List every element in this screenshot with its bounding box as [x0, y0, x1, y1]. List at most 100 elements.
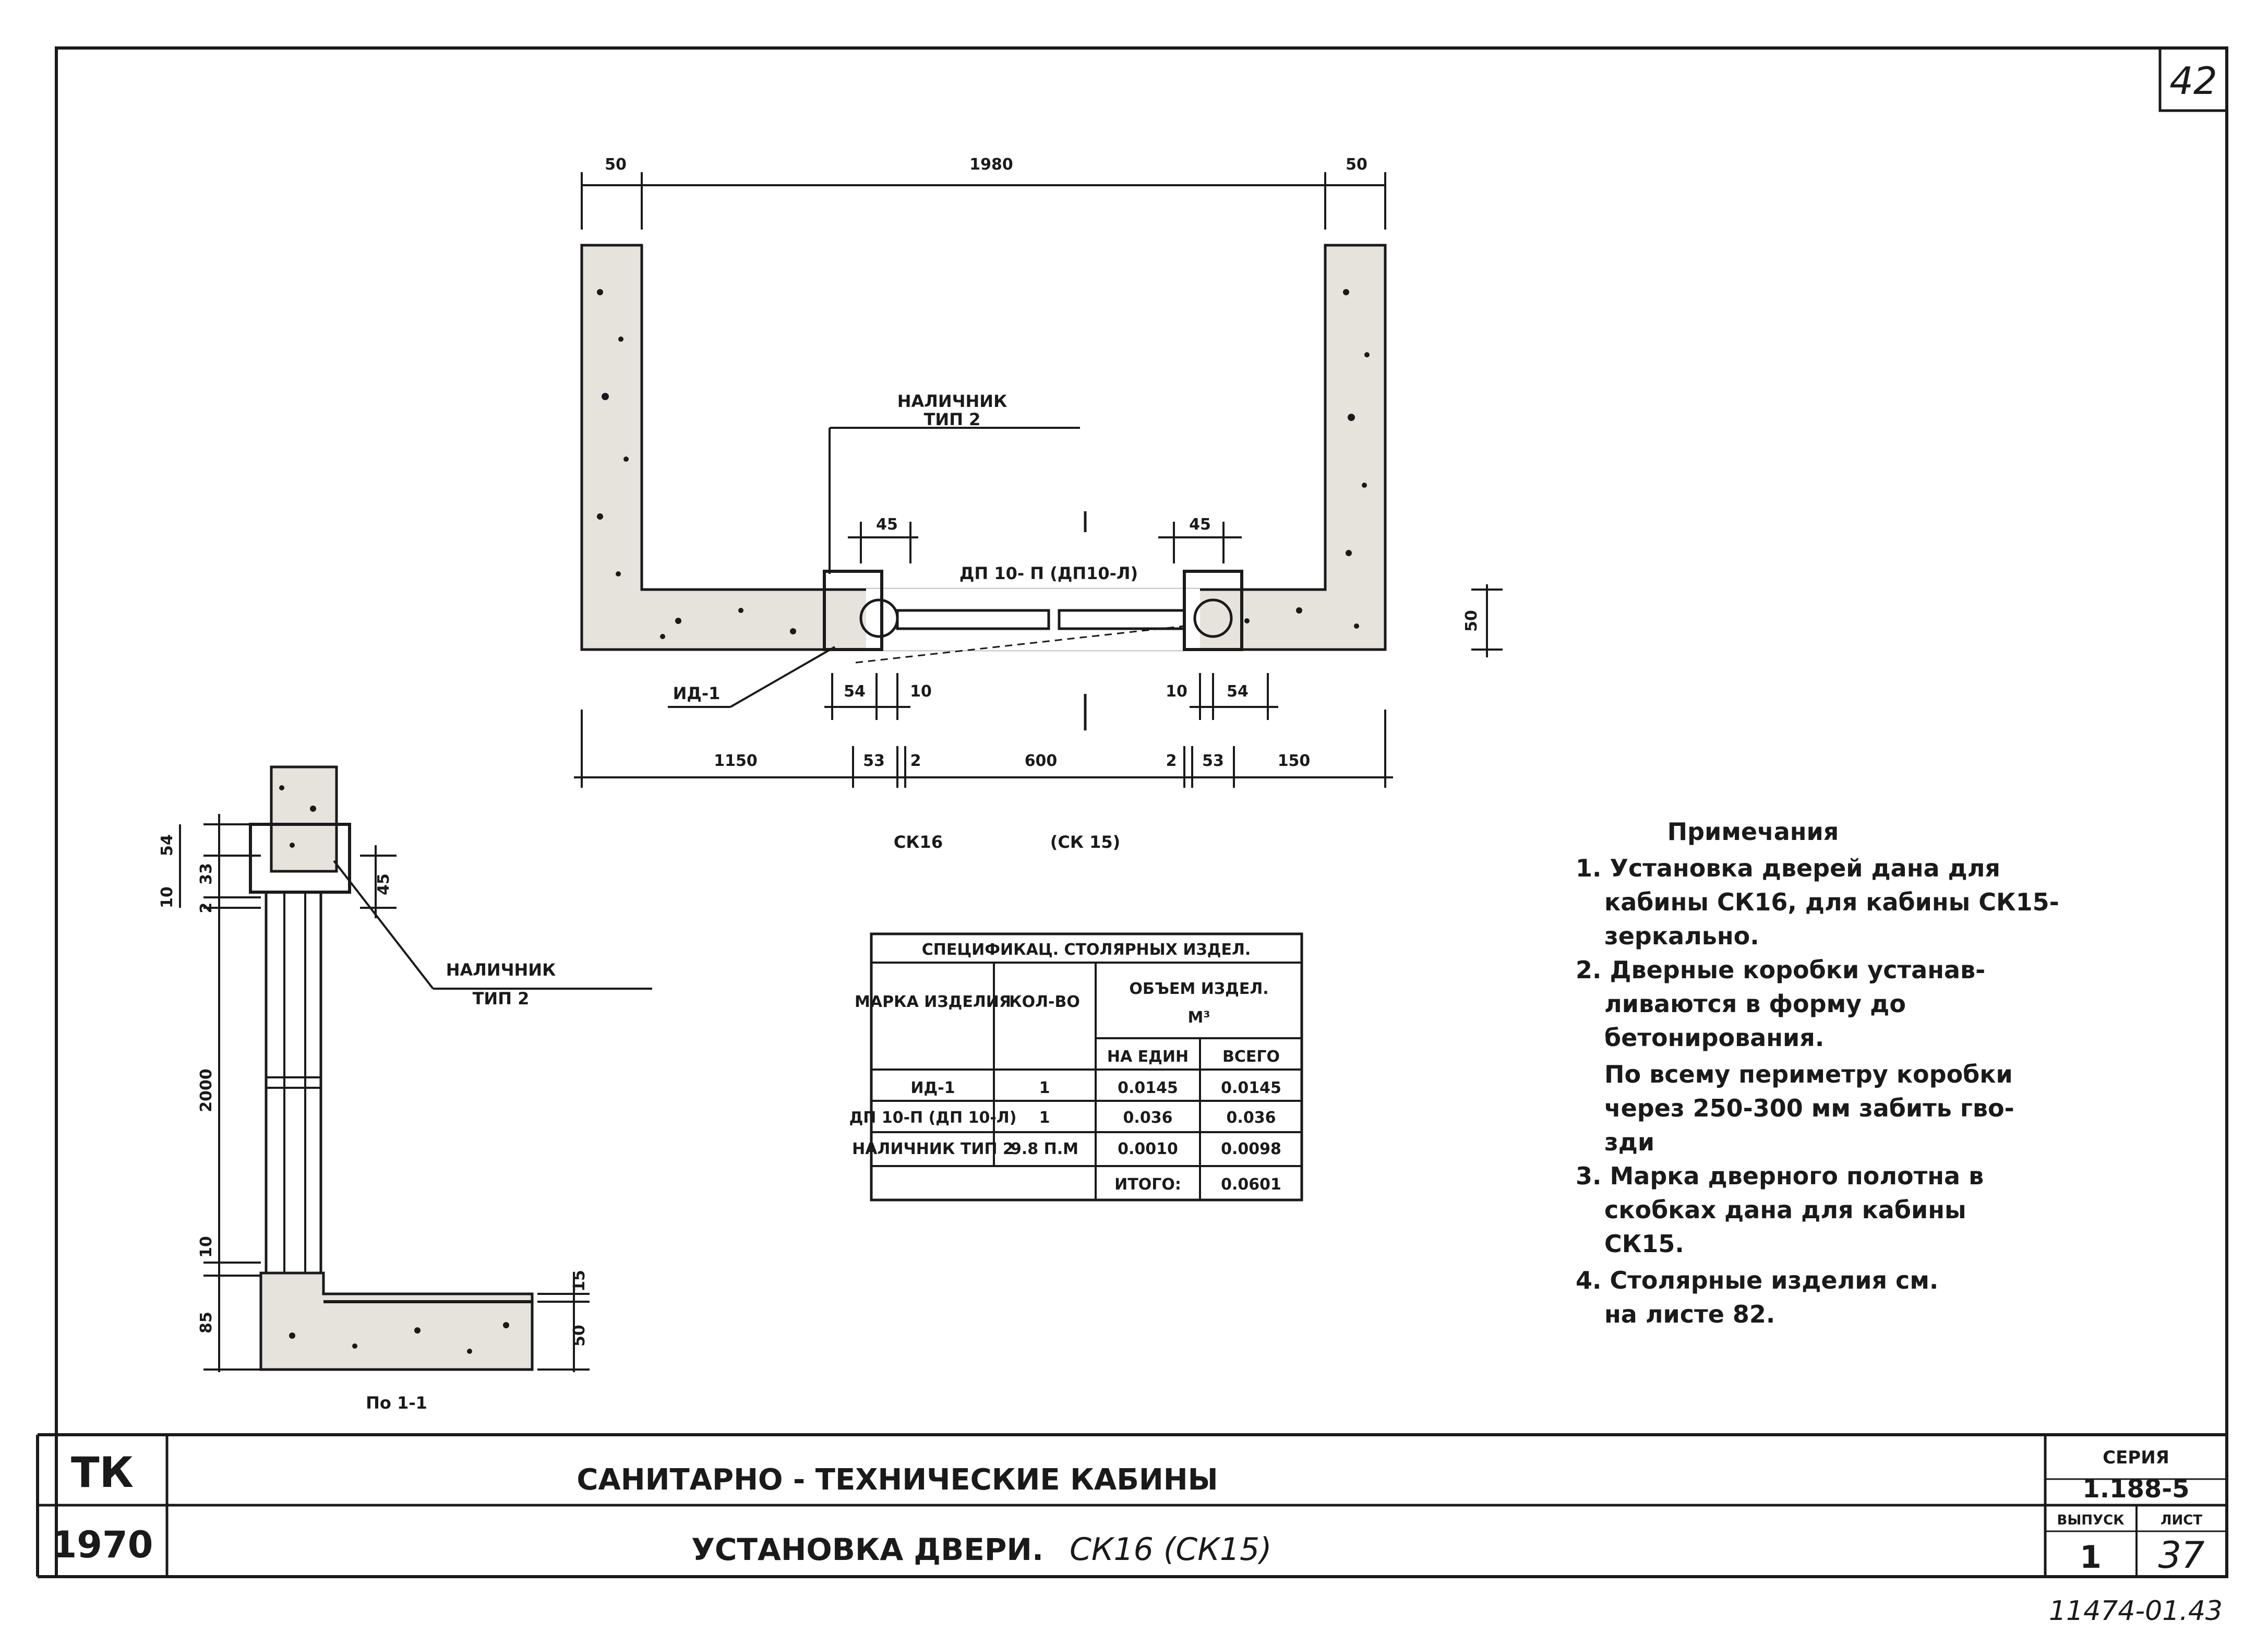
- dim-2-right: 2: [1166, 752, 1177, 770]
- row1-unit: 0.0145: [1118, 1079, 1178, 1097]
- dim-2-vertical: 2: [197, 903, 215, 914]
- dim-50-vertical: 50: [1462, 610, 1481, 632]
- row2-total: 0.036: [1227, 1109, 1276, 1127]
- note-line: зди: [1604, 1128, 1654, 1156]
- plan-view: 50 1980 50 НАЛИЧНИК ТИП 2 45 45 ДП 10- П…: [574, 155, 1503, 852]
- notes-title: Примечания: [1667, 818, 1839, 846]
- dim-54-right: 54: [1227, 682, 1249, 701]
- spec-col-total: ВСЕГО: [1222, 1048, 1280, 1066]
- plan-caption-sk15: (СК 15): [1050, 832, 1121, 852]
- frame-label: ИД-1: [668, 646, 835, 708]
- door-opening: [866, 589, 1200, 651]
- dim-2-left: 2: [910, 752, 921, 770]
- note-line: 2. Дверные коробки устанав-: [1576, 956, 1985, 984]
- section-trim-line2: ТИП 2: [473, 989, 530, 1008]
- row2-mark: ДП 10-П (ДП 10-Л): [849, 1109, 1017, 1127]
- plan-caption-sk16: СК16: [894, 832, 943, 852]
- note-line: через 250-300 мм забить гво-: [1604, 1094, 2014, 1122]
- note-line: кабины СК16, для кабины СК15-: [1604, 888, 2059, 916]
- dim-45-left: 45: [876, 515, 898, 534]
- section-wall-top: [270, 765, 338, 873]
- note-line: СК15.: [1604, 1230, 1684, 1258]
- trim-label-line2: ТИП 2: [924, 410, 981, 429]
- door-label: ДП 10- П (ДП10-Л): [959, 563, 1138, 583]
- note-line: бетонирования.: [1604, 1024, 1824, 1052]
- section-right-dimensions: 15 50: [537, 1270, 590, 1372]
- section-trim-line1: НАЛИЧНИК: [446, 960, 556, 980]
- dim-10-right: 10: [1166, 682, 1187, 701]
- tb-sheet-label: ЛИСТ: [2161, 1512, 2202, 1528]
- concrete-speckle: [597, 289, 1370, 639]
- section-floor: [259, 1271, 534, 1371]
- row3-mark: НАЛИЧНИК ТИП 2: [852, 1140, 1014, 1158]
- tb-title-top: САНИТАРНО - ТЕХНИЧЕСКИЕ КАБИНЫ: [577, 1463, 1218, 1497]
- row3-unit: 0.0010: [1118, 1140, 1178, 1158]
- spec-col-volume: ОБЪЕМ ИЗДЕЛ.: [1129, 980, 1268, 998]
- tb-code: ТК: [71, 1448, 134, 1497]
- section-view: 54 33 10 2 2000 10 85 45 НАЛИЧНИК ТИП 2: [158, 765, 652, 1413]
- tb-series-label: СЕРИЯ: [2103, 1447, 2169, 1468]
- table-row: НАЛИЧНИК ТИП 2 9.8 П.М 0.0010 0.0098: [852, 1140, 1281, 1158]
- dim-53-right: 53: [1202, 752, 1224, 770]
- row1-qty: 1: [1039, 1079, 1050, 1097]
- dim-54-left: 54: [844, 682, 866, 701]
- dim-50-right: 50: [1346, 155, 1367, 174]
- spec-col-unit: НА ЕДИН: [1107, 1048, 1189, 1066]
- dim-10-vertical-top: 10: [158, 886, 176, 908]
- section-caption: По 1-1: [366, 1393, 427, 1413]
- note-line: 3. Марка дверного полотна в: [1576, 1162, 1984, 1190]
- note-line: скобках дана для кабины: [1604, 1196, 1966, 1224]
- section-trim-label: НАЛИЧНИК ТИП 2: [333, 860, 652, 1008]
- dim-54-vertical: 54: [158, 834, 176, 856]
- dim-50-left: 50: [605, 155, 627, 174]
- door-leaf-right: [1058, 609, 1186, 630]
- title-block: ТК 1970 САНИТАРНО - ТЕХНИЧЕСКИЕ КАБИНЫ У…: [36, 1433, 2227, 1578]
- frame-profile-right: [1193, 598, 1233, 638]
- row2-qty: 1: [1039, 1109, 1050, 1127]
- dim-85-vertical: 85: [197, 1312, 215, 1334]
- page-number-box: 42: [2158, 46, 2228, 112]
- dim-600: 600: [1025, 752, 1058, 770]
- note-line: 4. Столярные изделия см.: [1576, 1266, 1938, 1294]
- spec-table-title: СПЕЦИФИКАЦ. СТОЛЯРНЫХ ИЗДЕЛ.: [922, 941, 1251, 959]
- section-door-leaf: [265, 891, 322, 1275]
- plan-right-dimension: 50: [1462, 584, 1503, 657]
- table-row: ДП 10-П (ДП 10-Л) 1 0.036 0.036: [849, 1109, 1276, 1127]
- tb-series-value: 1.188-5: [2082, 1474, 2189, 1504]
- dim-1150: 1150: [714, 752, 758, 770]
- spec-col-volume-unit: М³: [1188, 1008, 1210, 1027]
- dim-10-vertical-bottom: 10: [197, 1236, 215, 1258]
- dim-150: 150: [1278, 752, 1311, 770]
- note-line: на листе 82.: [1604, 1300, 1775, 1328]
- frame-label-text: ИД-1: [673, 683, 721, 703]
- note-line: 1. Установка дверей дана для: [1576, 854, 2000, 882]
- door-frame-left: [823, 570, 883, 651]
- tb-title-bottom-hand: СК16 (СК15): [1070, 1531, 1272, 1568]
- table-row: ИД-1 1 0.0145 0.0145: [910, 1079, 1281, 1097]
- row2-unit: 0.036: [1123, 1109, 1173, 1127]
- spec-table: СПЕЦИФИКАЦ. СТОЛЯРНЫХ ИЗДЕЛ. МАРКА ИЗДЕЛ…: [849, 932, 1303, 1202]
- plan-dim-45: 45 45: [848, 515, 1242, 563]
- spec-col-qty: КОЛ-ВО: [1009, 993, 1080, 1011]
- note-line: зеркально.: [1604, 922, 1759, 950]
- dim-1980: 1980: [969, 155, 1013, 174]
- row1-mark: ИД-1: [910, 1079, 955, 1097]
- archive-number: 11474-01.43: [2049, 1595, 2223, 1627]
- row3-qty: 9.8 П.М: [1011, 1140, 1078, 1158]
- note-line: ливаются в форму до: [1604, 990, 1906, 1018]
- section-left-dimensions: 54 33 10 2 2000 10 85: [158, 814, 261, 1372]
- dim-45-vertical: 45: [375, 873, 393, 895]
- dim-33-vertical: 33: [197, 863, 215, 885]
- notes-block: Примечания 1. Установка дверей дана для …: [1576, 818, 2059, 1328]
- door-leaf-left: [896, 609, 1050, 630]
- dim-45-right: 45: [1189, 515, 1211, 534]
- row1-total: 0.0145: [1221, 1079, 1281, 1097]
- dim-10-left: 10: [910, 682, 932, 701]
- plan-trim-label: НАЛИЧНИК ТИП 2: [829, 391, 1080, 574]
- tb-issue-label: ВЫПУСК: [2057, 1512, 2125, 1528]
- plan-inner-dims: 54 10 10 54: [824, 673, 1278, 720]
- tb-issue-value: 1: [2080, 1539, 2102, 1576]
- dim-53-left: 53: [863, 752, 885, 770]
- spec-col-mark: МАРКА ИЗДЕЛИЯ: [855, 993, 1011, 1011]
